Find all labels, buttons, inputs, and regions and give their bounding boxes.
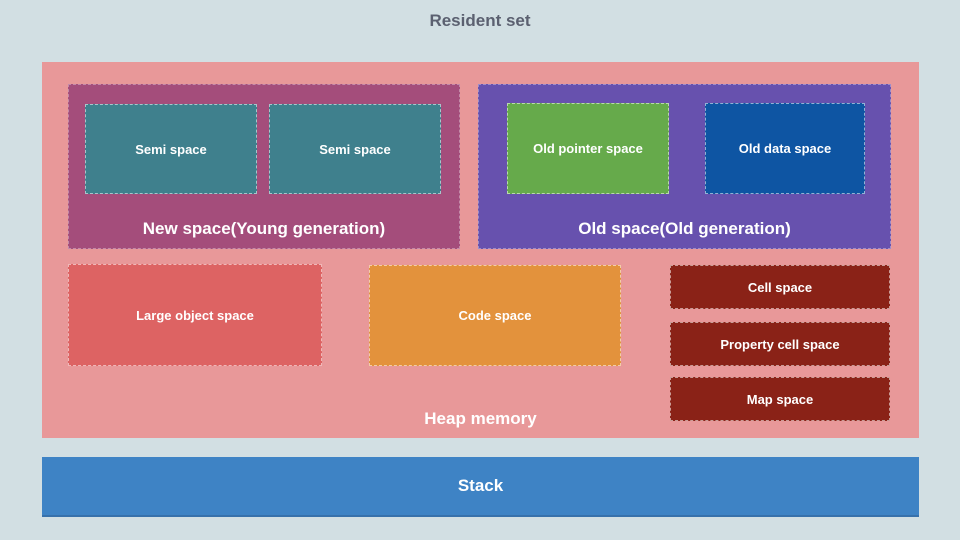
stack-label: Stack (457, 476, 504, 495)
old-data-space-label: Old data space (738, 141, 832, 156)
new-space-label: New space(Young generation) (142, 219, 386, 238)
diagram-title: Resident set (429, 11, 531, 30)
code-space-box: Code space (369, 265, 621, 366)
cell-space-box: Cell space (670, 265, 890, 309)
old-space-box: Old pointer space Old data space Old spa… (478, 84, 891, 249)
semi-space-box: Semi space (269, 104, 441, 194)
map-space-label: Map space (746, 391, 814, 407)
heap-memory-label: Heap memory (424, 409, 537, 428)
old-space-label: Old space(Old generation) (578, 219, 791, 238)
large-object-space-label: Large object space (136, 307, 254, 323)
heap-memory-box: Semi space Semi space New space(Young ge… (42, 62, 919, 438)
semi-space-label: Semi space (135, 141, 207, 157)
large-object-space-box: Large object space (68, 264, 322, 366)
semi-space-box: Semi space (85, 104, 257, 194)
old-data-space-box: Old data space (705, 103, 865, 194)
property-cell-space-label: Property cell space (720, 336, 840, 352)
semi-space-label: Semi space (319, 141, 391, 157)
cell-space-label: Cell space (747, 279, 813, 295)
property-cell-space-box: Property cell space (670, 322, 890, 366)
code-space-label: Code space (458, 308, 532, 323)
new-space-box: Semi space Semi space New space(Young ge… (68, 84, 460, 249)
stack-box: Stack (42, 457, 919, 517)
old-pointer-space-box: Old pointer space (507, 103, 669, 194)
map-space-box: Map space (670, 377, 890, 421)
old-pointer-space-label: Old pointer space (533, 141, 643, 156)
